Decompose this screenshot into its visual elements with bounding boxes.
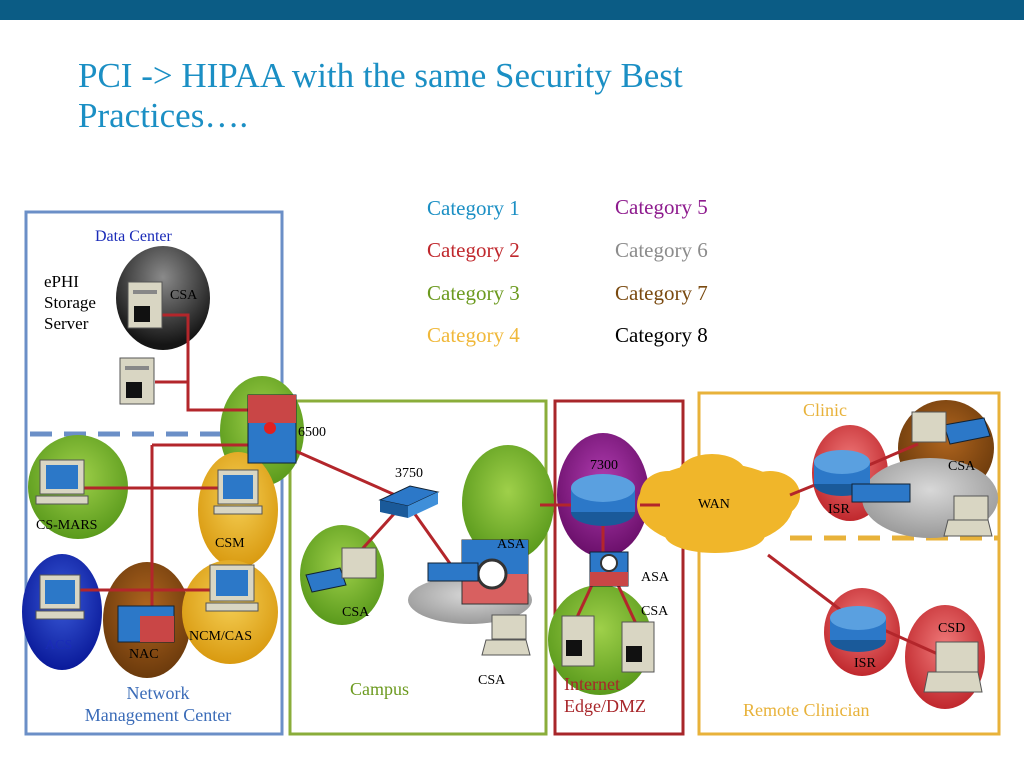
workstation-ncm-icon xyxy=(205,564,259,612)
server-icon-dmz-1 xyxy=(561,615,595,667)
label-isr-clinic: ISR xyxy=(828,502,850,517)
label-csa-clinic: CSA xyxy=(948,459,976,474)
switch-3750-icon xyxy=(378,485,440,518)
server-icon-dmz-2 xyxy=(621,621,655,673)
wan-cloud xyxy=(637,454,800,553)
legend-category-1: Category 1 xyxy=(427,196,520,220)
label-cs-mars: CS-MARS xyxy=(36,518,98,533)
label-ncm-cas: NCM/CAS xyxy=(189,629,253,644)
zone-clinic-box xyxy=(697,391,1001,736)
laptop-clinic-icon xyxy=(943,495,993,537)
ip-phone-campus-icon xyxy=(305,567,347,593)
campus-asa-blob xyxy=(462,445,554,561)
legend-category-2: Category 2 xyxy=(427,238,520,262)
label-3750: 3750 xyxy=(395,466,423,481)
switch-6500-icon xyxy=(247,394,297,464)
label-wan: WAN xyxy=(698,497,730,512)
zone-label-data-center: Data Center xyxy=(95,228,172,245)
label-asa-campus: ASA xyxy=(497,537,526,552)
label-7300: 7300 xyxy=(590,458,618,473)
slide-title: PCI -> HIPAA with the same Security Best… xyxy=(78,56,683,135)
zone-label-campus: Campus xyxy=(350,679,410,699)
label-nac: NAC xyxy=(129,647,159,662)
label-6500: 6500 xyxy=(298,425,326,440)
zone-label-clinic: Clinic xyxy=(803,400,847,420)
zone-internet-edge-box xyxy=(553,399,685,736)
label-csa-laptop: CSA xyxy=(478,673,506,688)
workstation-csm-icon xyxy=(213,469,263,515)
label-csm: CSM xyxy=(215,536,245,551)
label-csa-dmz: CSA xyxy=(641,604,669,619)
pc-clinic-icon xyxy=(911,411,947,443)
legend-category-8: Category 8 xyxy=(615,323,708,347)
legend-category-3: Category 3 xyxy=(427,281,520,305)
ip-phone-clinic-icon xyxy=(943,417,991,445)
workstation-acs-icon xyxy=(35,574,85,620)
server-icon-ephi xyxy=(127,281,163,329)
ips-campus-icon xyxy=(427,562,479,582)
zone-label-internet-edge: Internet Edge/DMZ xyxy=(564,674,646,716)
ips-clinic-icon xyxy=(851,483,911,503)
label-csa-ephi: CSA xyxy=(170,288,198,303)
zone-label-remote-clinician: Remote Clinician xyxy=(743,700,870,720)
label-acs: ACS xyxy=(45,638,73,653)
nac-appliance-icon xyxy=(117,605,175,643)
label-asa-dmz: ASA xyxy=(641,570,670,585)
legend-category-6: Category 6 xyxy=(615,238,708,262)
label-ephi-storage: ePHI Storage Server xyxy=(44,272,96,333)
legend-category-5: Category 5 xyxy=(615,195,708,219)
top-bar xyxy=(0,0,1024,20)
label-csd: CSD xyxy=(938,621,966,636)
asa-dmz-icon xyxy=(589,551,629,587)
label-csa-campus: CSA xyxy=(342,605,370,620)
pc-campus-icon xyxy=(341,547,377,579)
router-7300-icon xyxy=(571,474,635,526)
isr-remote-icon xyxy=(830,606,886,652)
laptop-campus-icon xyxy=(481,614,531,656)
label-isr-remote: ISR xyxy=(854,656,876,671)
zone-label-network-mgmt: Network Management Center xyxy=(84,683,232,725)
legend-category-7: Category 7 xyxy=(615,281,708,305)
workstation-cs-mars-icon xyxy=(35,459,89,505)
legend-category-4: Category 4 xyxy=(427,323,520,347)
zone-campus-box xyxy=(288,399,548,736)
laptop-remote-icon xyxy=(923,641,983,693)
server-icon-secondary xyxy=(119,357,155,405)
